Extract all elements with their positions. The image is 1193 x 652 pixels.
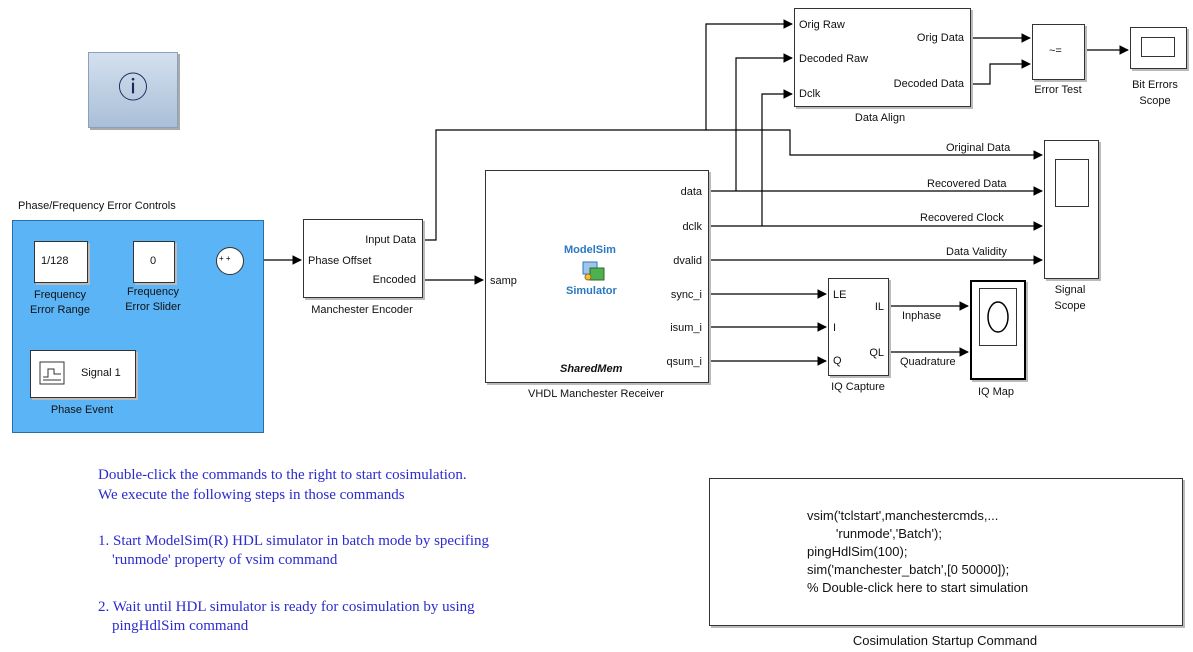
frequency-error-slider-label-2: Error Slider: [125, 301, 181, 313]
scope-screen-icon: [1055, 159, 1089, 207]
signal-scope-caption-1: Signal: [1054, 284, 1086, 296]
signal-scope-caption-2: Scope: [1054, 300, 1086, 312]
error-test-symbol: ~=: [1049, 45, 1062, 57]
encoder-port-encoded: Encoded: [372, 274, 416, 286]
info-icon: ⓘ: [118, 72, 148, 105]
cosimulation-startup-command-caption: Cosimulation Startup Command: [852, 633, 1038, 648]
line-label-data-validity: Data Validity: [946, 246, 1007, 258]
receiver-port-sync-i: sync_i: [670, 289, 702, 301]
bit-errors-scope-caption-1: Bit Errors: [1132, 79, 1178, 91]
phase-event-label: Phase Event: [50, 404, 114, 416]
iq-capture-block[interactable]: LE I Q IL QL: [828, 278, 889, 376]
manchester-encoder-caption: Manchester Encoder: [311, 304, 413, 316]
startup-command-line-1: vsim('tclstart',manchestercmds,...: [807, 508, 999, 523]
frequency-error-range-value: 1/128: [41, 255, 69, 267]
instructions-step2-line-1: 2. Wait until HDL simulator is ready for…: [98, 599, 475, 615]
phase-event-signal: Signal 1: [81, 367, 121, 379]
sharedmem-label: SharedMem: [560, 363, 623, 375]
simulator-label: Simulator: [566, 285, 617, 297]
error-test-caption: Error Test: [1034, 84, 1082, 96]
startup-command-line-5: % Double-click here to start simulation: [807, 580, 1029, 595]
iq-capture-port-ql: QL: [869, 347, 884, 359]
iq-capture-caption: IQ Capture: [831, 381, 885, 393]
line-label-original-data: Original Data: [946, 142, 1011, 154]
receiver-port-qsum-i: qsum_i: [666, 356, 702, 368]
frequency-error-slider-value: 0: [150, 255, 157, 267]
modelsim-icon: [582, 261, 605, 281]
receiver-port-dclk: dclk: [682, 221, 702, 233]
vhdl-manchester-receiver-block[interactable]: samp data dclk dvalid sync_i isum_i qsum…: [485, 170, 709, 383]
frequency-error-range-label-2: Error Range: [30, 304, 90, 316]
vhdl-manchester-receiver-caption: VHDL Manchester Receiver: [528, 388, 664, 400]
scope-screen-icon: [1141, 37, 1175, 57]
error-test-block[interactable]: ~=: [1032, 24, 1085, 80]
phase-event-block[interactable]: Signal 1: [30, 350, 136, 398]
bit-errors-scope-block[interactable]: [1130, 27, 1187, 69]
data-align-block[interactable]: Orig Raw Decoded Raw Dclk Orig Data Deco…: [794, 8, 971, 107]
signal-builder-icon: [39, 361, 65, 385]
modelsim-label: ModelSim: [564, 244, 616, 256]
sum-block[interactable]: + +: [216, 247, 244, 275]
encoder-port-input-data: Input Data: [365, 234, 416, 246]
instructions-line-2: We execute the following steps in those …: [98, 487, 405, 503]
iq-capture-port-i: I: [833, 322, 837, 334]
frequency-error-range-block[interactable]: 1/128: [34, 241, 88, 283]
frequency-error-range-label-1: Frequency: [34, 289, 86, 301]
line-label-inphase: Inphase: [902, 310, 942, 322]
data-align-port-decoded-raw: Decoded Raw: [799, 53, 869, 65]
receiver-port-data: data: [680, 186, 702, 198]
iq-map-screen: [979, 288, 1017, 346]
cosimulation-startup-command-block[interactable]: vsim('tclstart',manchestercmds,... 'runm…: [709, 478, 1183, 626]
iq-capture-port-q: Q: [833, 355, 842, 367]
startup-command-line-3: pingHdlSim(100);: [807, 544, 908, 559]
frequency-error-slider-block[interactable]: 0: [133, 241, 175, 283]
encoder-port-phase-offset: Phase Offset: [308, 255, 372, 267]
constellation-icon: [987, 301, 1009, 333]
receiver-port-isum-i: isum_i: [670, 322, 702, 334]
sum-signs: + +: [219, 254, 231, 263]
instructions-step1-line-2: 'runmode' property of vsim command: [112, 552, 338, 568]
data-align-port-decoded-data: Decoded Data: [893, 78, 964, 90]
instructions-step1-line-1: 1. Start ModelSim(R) HDL simulator in ba…: [98, 533, 490, 549]
receiver-port-samp: samp: [490, 275, 517, 287]
receiver-port-dvalid: dvalid: [673, 255, 702, 267]
instructions-step2-line-2: pingHdlSim command: [112, 618, 249, 634]
startup-command-line-4: sim('manchester_batch',[0 50000]);: [807, 562, 1010, 577]
instructions-line-1: Double-click the commands to the right t…: [98, 467, 467, 483]
iq-capture-port-le: LE: [833, 289, 847, 301]
line-label-recovered-clock: Recovered Clock: [920, 212, 1004, 224]
line-label-recovered-data: Recovered Data: [927, 178, 1007, 190]
manchester-encoder-block[interactable]: Input Data Phase Offset Encoded: [303, 219, 423, 298]
startup-command-line-2: 'runmode','Batch');: [807, 526, 942, 541]
iq-map-block[interactable]: [970, 280, 1026, 380]
data-align-port-orig-data: Orig Data: [916, 32, 964, 44]
data-align-port-orig-raw: Orig Raw: [799, 19, 845, 31]
signal-scope-block[interactable]: [1044, 140, 1099, 279]
iq-map-caption: IQ Map: [977, 386, 1015, 398]
frequency-error-slider-label-1: Frequency: [127, 286, 179, 298]
iq-capture-port-il: IL: [874, 301, 884, 313]
line-label-quadrature: Quadrature: [900, 356, 956, 368]
controls-group-title: Phase/Frequency Error Controls: [18, 200, 176, 212]
data-align-caption: Data Align: [854, 112, 906, 124]
bit-errors-scope-caption-2: Scope: [1139, 95, 1171, 107]
info-button[interactable]: ⓘ: [88, 52, 178, 128]
data-align-port-dclk: Dclk: [799, 88, 821, 100]
